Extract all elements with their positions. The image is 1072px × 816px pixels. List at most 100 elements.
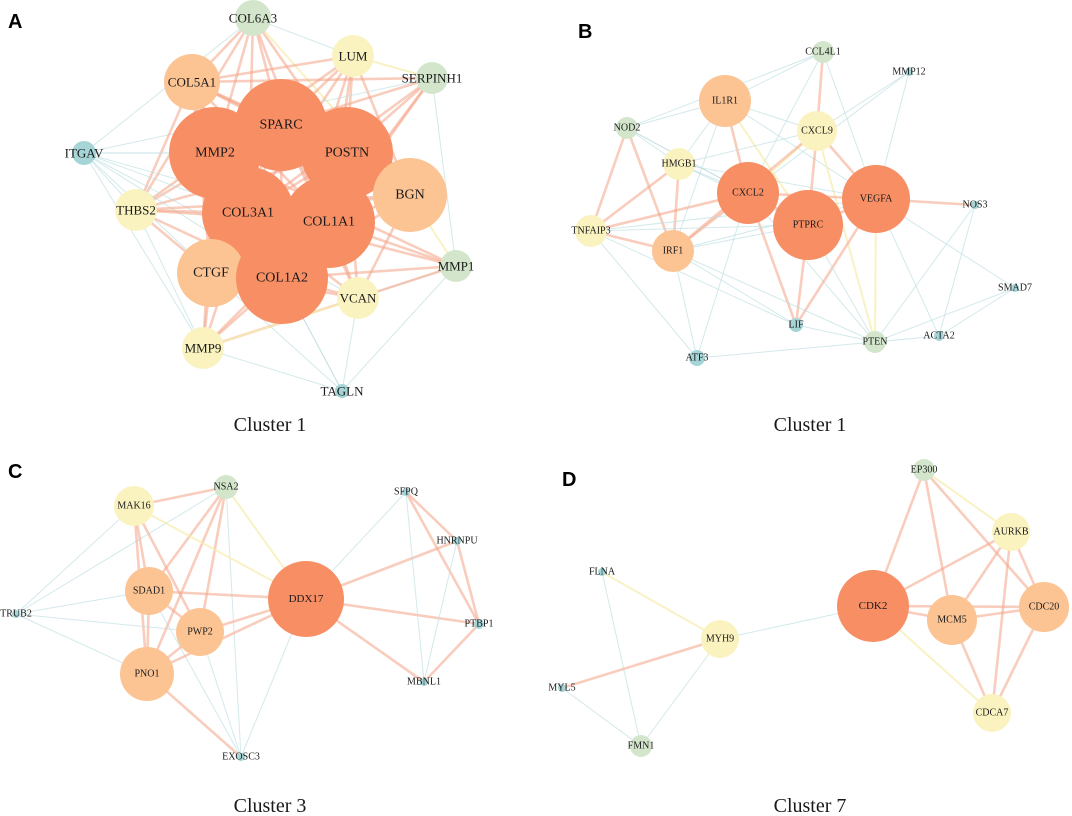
panel-b-node-mmp12-label: MMP12 xyxy=(892,67,925,78)
panel-b-node-nod2-circle xyxy=(616,117,638,139)
panel-a-node-col1a2-circle xyxy=(236,232,328,324)
panel-c-node-sdad1-label: SDAD1 xyxy=(133,586,165,597)
panel-c-node-mak16[interactable]: MAK16 xyxy=(114,486,154,526)
panel-d-node-fmn1[interactable]: FMN1 xyxy=(628,735,655,757)
panel-d-node-cdk2[interactable]: CDK2 xyxy=(837,570,909,642)
panel-a-node-col3a1-label: COL3A1 xyxy=(222,206,274,221)
panel-c-node-pno1[interactable]: PNO1 xyxy=(120,647,174,701)
panel-c-node-exosc3[interactable]: EXOSC3 xyxy=(222,752,260,763)
panel-b-node-nos3[interactable]: NOS3 xyxy=(962,200,987,211)
panel-a-node-mmp9-circle xyxy=(182,327,224,369)
panel-a-node-mmp1[interactable]: MMP1 xyxy=(438,250,475,282)
panel-a-node-mmp9[interactable]: MMP9 xyxy=(182,327,224,369)
panel-a-node-col5a1[interactable]: COL5A1 xyxy=(164,54,220,110)
panel-d-edge-aurkb-cdca7 xyxy=(990,531,1013,714)
panel-b-node-ccl4l1[interactable]: CCL4L1 xyxy=(805,41,841,63)
panel-d-edge-ep300-mcm5 xyxy=(922,469,954,621)
panel-d-node-aurkb[interactable]: AURKB xyxy=(992,513,1030,551)
panel-b-node-irf1[interactable]: IRF1 xyxy=(652,230,694,272)
panel-a-node-postn[interactable]: POSTN xyxy=(301,107,393,199)
panel-a-node-col1a2[interactable]: COL1A2 xyxy=(236,232,328,324)
panel-a-node-thbs2[interactable]: THBS2 xyxy=(115,189,157,231)
panel-c-node-nsa2[interactable]: NSA2 xyxy=(213,475,239,499)
panel-b-node-hmgb1-circle xyxy=(663,148,695,180)
panel-b-node-smad7[interactable]: SMAD7 xyxy=(998,283,1032,294)
panel-a-node-serpinh1-circle xyxy=(416,62,448,94)
panel-d-node-myh9-label: MYH9 xyxy=(706,634,734,645)
panel-c-node-exosc3-label: EXOSC3 xyxy=(222,752,260,763)
panel-b-edge-cxcl9-pten xyxy=(816,130,876,343)
panel-d-node-myh9-circle xyxy=(701,620,739,658)
panel-b-node-tnfaip3[interactable]: TNFAIP3 xyxy=(571,215,611,247)
panel-c-edge-pwp2-trub2 xyxy=(15,613,201,633)
panel-b-node-vegfa[interactable]: VEGFA xyxy=(842,165,910,233)
panel-a-node-lum[interactable]: LUM xyxy=(332,35,374,77)
panel-c-node-pwp2-label: PWP2 xyxy=(187,627,213,638)
panel-b-edge-tnfaip3-lif xyxy=(590,230,797,326)
panel-c-node-sfpq[interactable]: SFPQ xyxy=(394,487,419,498)
panel-b-node-acta2[interactable]: ACTA2 xyxy=(923,331,954,342)
panel-d-node-cdc20[interactable]: CDC20 xyxy=(1019,582,1069,632)
panel-a-node-serpinh1[interactable]: SERPINH1 xyxy=(402,62,463,94)
panel-b-node-cxcl9[interactable]: CXCL9 xyxy=(797,111,837,151)
panel-d-node-cdc20-circle xyxy=(1019,582,1069,632)
panel-c-node-ddx17[interactable]: DDX17 xyxy=(268,561,344,637)
panel-c-node-sdad1[interactable]: SDAD1 xyxy=(125,567,173,615)
panel-c-node-pwp2[interactable]: PWP2 xyxy=(176,608,224,656)
panel-b-node-acta2-circle xyxy=(934,331,944,341)
panel-b-node-mmp12[interactable]: MMP12 xyxy=(892,67,925,78)
panel-b-node-cxcl2[interactable]: CXCL2 xyxy=(717,162,779,224)
panel-c-node-ptbp1[interactable]: PTBP1 xyxy=(465,619,494,630)
panel-a-node-bgn-circle xyxy=(373,158,447,232)
panel-b-node-pten[interactable]: PTEN xyxy=(863,331,888,353)
panel-d-node-myl5[interactable]: MYL5 xyxy=(548,683,575,694)
panel-c-node-trub2-circle xyxy=(12,610,20,618)
panel-b-node-lif-label: LIF xyxy=(789,320,804,331)
panel-a-node-tagln[interactable]: TAGLN xyxy=(320,384,364,399)
panel-c-edge-nsa2-pno1 xyxy=(145,486,228,675)
panel-b-node-il1r1[interactable]: IL1R1 xyxy=(699,75,751,127)
panel-d-node-cdca7[interactable]: CDCA7 xyxy=(973,694,1011,732)
panel-b-node-cxcl2-label: CXCL2 xyxy=(732,188,764,199)
panel-a-edge-serpinh1-col5a1 xyxy=(191,76,433,84)
panel-d-node-fmn1-circle xyxy=(630,735,652,757)
panel-a-node-mmp1-label: MMP1 xyxy=(438,259,475,274)
panel-c-node-pno1-circle xyxy=(120,647,174,701)
panel-b-node-ptprc[interactable]: PTPRC xyxy=(773,190,843,260)
panel-b-node-lif[interactable]: LIF xyxy=(789,318,804,332)
panel-c-node-hnrnpu-label: HNRNPU xyxy=(436,536,478,547)
panel-c-node-exosc3-circle xyxy=(237,753,245,761)
panel-d-node-flna-circle xyxy=(598,568,606,576)
panel-b-node-ccl4l1-circle xyxy=(812,41,834,63)
panel-b-node-irf1-label: IRF1 xyxy=(663,246,684,257)
panel-c-node-mbnl1[interactable]: MBNL1 xyxy=(407,677,441,688)
panel-d-node-mcm5[interactable]: MCM5 xyxy=(927,595,977,645)
panel-a-node-vcan-circle xyxy=(337,277,379,319)
panel-b-node-nod2[interactable]: NOD2 xyxy=(614,117,641,139)
panel-b-caption: Cluster 1 xyxy=(774,414,847,436)
panel-c-node-mak16-label: MAK16 xyxy=(117,501,150,512)
panel-b-node-hmgb1[interactable]: HMGB1 xyxy=(661,148,697,180)
panel-a-node-col6a3[interactable]: COL6A3 xyxy=(229,0,277,36)
panel-d-node-flna[interactable]: FLNA xyxy=(589,567,616,578)
panel-b-node-nos3-circle xyxy=(971,201,979,209)
panel-d-edge-flna-myh9 xyxy=(601,571,721,640)
panel-b-node-lif-circle xyxy=(789,318,803,332)
panel-a-node-ctgf[interactable]: CTGF xyxy=(177,239,245,307)
panel-b-node-smad7-label: SMAD7 xyxy=(998,283,1032,294)
panel-b-node-cxcl9-circle xyxy=(797,111,837,151)
panel-b-node-acta2-label: ACTA2 xyxy=(923,331,954,342)
panel-a-node-itgav[interactable]: ITGAV xyxy=(65,141,104,165)
panel-d-node-myh9[interactable]: MYH9 xyxy=(701,620,739,658)
panel-c-edge-sfpq-hnrnpu xyxy=(405,491,458,542)
panel-a-node-vcan[interactable]: VCAN xyxy=(337,277,379,319)
panel-d-node-ep300[interactable]: EP300 xyxy=(911,459,938,481)
panel-a-node-bgn[interactable]: BGN xyxy=(373,158,447,232)
panel-c-node-trub2[interactable]: TRUB2 xyxy=(0,609,32,620)
panel-c-node-hnrnpu[interactable]: HNRNPU xyxy=(436,536,478,547)
panel-b-node-atf3[interactable]: ATF3 xyxy=(686,350,709,366)
panel-c-letter: C xyxy=(8,461,22,483)
panel-c-node-hnrnpu-circle xyxy=(453,537,461,545)
